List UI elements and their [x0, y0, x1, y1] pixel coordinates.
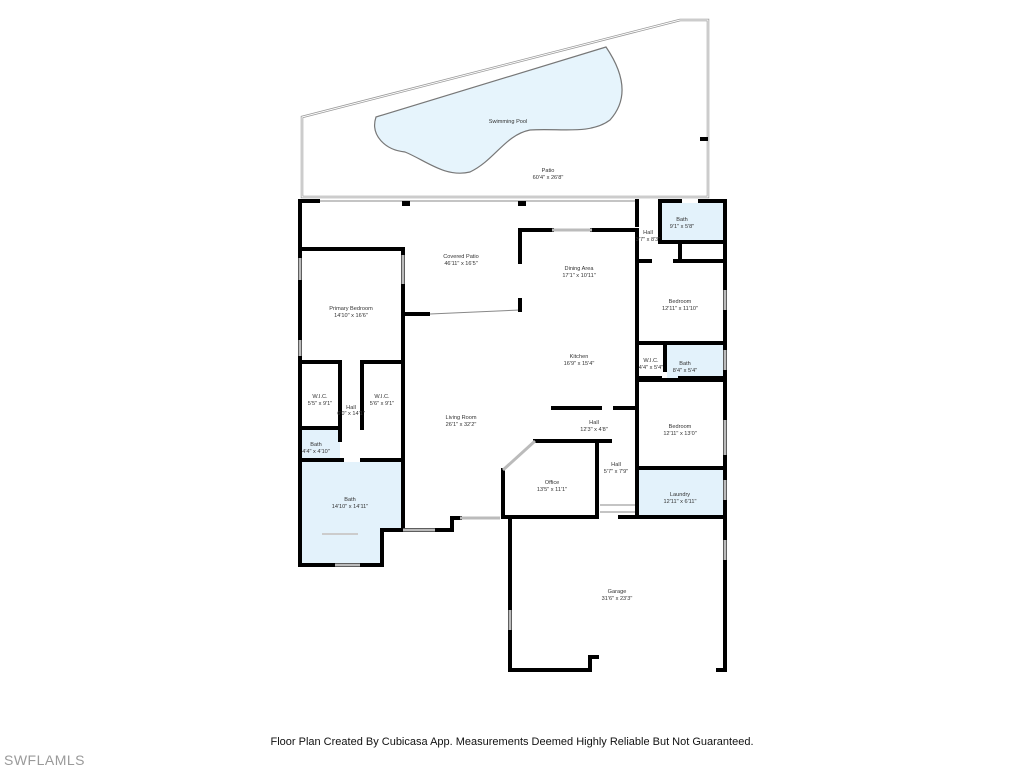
hall-primary-label: Hall — [346, 405, 356, 411]
hall-low-label: Hall — [611, 462, 621, 468]
hall-primary-dim: 6'0" x 14'1" — [337, 411, 365, 417]
laundry-dim: 12'11" x 6'11" — [664, 499, 697, 505]
bath-mid-dim: 8'4" x 5'4" — [673, 368, 697, 374]
covered-patio-dim: 46'11" x 16'5" — [444, 261, 477, 267]
wic-1-dim: 5'5" x 9'1" — [308, 401, 332, 407]
bedroom-2-label: Bedroom — [669, 424, 692, 430]
hall-top-dim: 3'7" x 8'3" — [636, 237, 660, 243]
windows — [298, 228, 727, 630]
covered-patio-label: Covered Patio — [443, 254, 478, 260]
wic-2-dim: 5'6" x 9'1" — [370, 401, 394, 407]
wic-3-dim: 4'4" x 5'4" — [639, 365, 663, 371]
wic-2-label: W.I.C. — [374, 394, 390, 400]
walls — [298, 199, 727, 672]
office-dim: 13'5" x 11'1" — [537, 487, 567, 493]
garage-label: Garage — [608, 589, 627, 595]
hall-mid-dim: 12'3" x 4'8" — [580, 427, 608, 433]
bath-mid-fill — [667, 345, 724, 378]
bath-small-dim: 4'4" x 4'10" — [302, 449, 330, 455]
primary-bedroom-dim: 14'10" x 16'6" — [334, 313, 368, 319]
laundry-fill — [639, 470, 724, 516]
bath-primary-label: Bath — [344, 497, 356, 503]
primary-bedroom-label: Primary Bedroom — [329, 306, 373, 312]
dining-area-label: Dining Area — [565, 266, 595, 272]
garage-dim: 31'6" x 23'3" — [602, 596, 633, 602]
swimming-pool — [374, 46, 623, 174]
wic-3-label: W.I.C. — [643, 358, 659, 364]
watermark: SWFLAMLS — [4, 752, 86, 768]
bath-top-fill — [660, 203, 724, 241]
hall-top-label: Hall — [643, 230, 653, 236]
living-room-dim: 26'1" x 32'2" — [446, 422, 477, 428]
laundry-label: Laundry — [670, 492, 690, 498]
patio-dim: 60'4" x 26'8" — [533, 175, 564, 181]
thin-lines — [300, 200, 637, 535]
living-room-label: Living Room — [445, 415, 476, 421]
disclaimer-footer: Floor Plan Created By Cubicasa App. Meas… — [270, 736, 754, 748]
kitchen-dim: 16'9" x 15'4" — [564, 361, 595, 367]
bedroom-1-dim: 12'11" x 11'10" — [662, 306, 698, 312]
wic-1-label: W.I.C. — [312, 394, 328, 400]
bedroom-1-label: Bedroom — [669, 299, 692, 305]
patio-outline — [300, 18, 710, 199]
patio-post — [700, 137, 708, 141]
bath-mid-label: Bath — [679, 361, 691, 367]
bath-small-label: Bath — [310, 442, 322, 448]
office-label: Office — [545, 480, 560, 486]
bath-primary-dim: 14'10" x 14'11" — [332, 504, 369, 510]
bath-top-dim: 9'1" x 5'8" — [670, 224, 694, 230]
pool-label: Swimming Pool — [489, 119, 528, 125]
bath-primary-fill — [302, 462, 401, 563]
dining-area-dim: 17'1" x 10'11" — [562, 273, 595, 279]
bedroom-2-dim: 12'11" x 13'0" — [663, 431, 696, 437]
hall-low-dim: 5'7" x 7'9" — [604, 469, 628, 475]
patio-label: Patio — [542, 168, 555, 174]
hall-mid-label: Hall — [589, 420, 599, 426]
bath-small-fill — [302, 430, 340, 460]
kitchen-label: Kitchen — [570, 354, 589, 360]
bath-top-label: Bath — [676, 217, 688, 223]
